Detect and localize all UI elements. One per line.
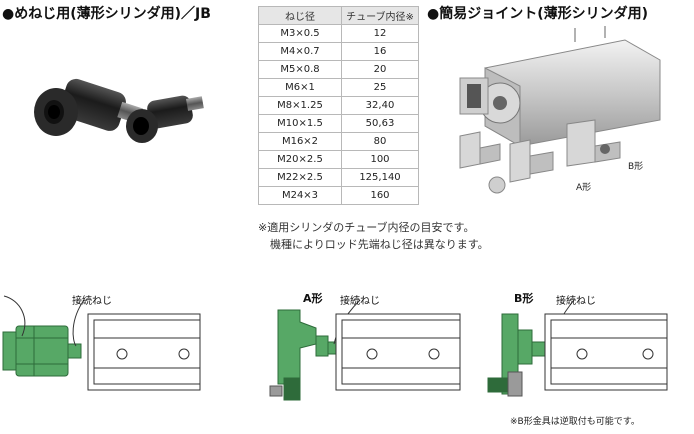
joint-small-icon	[126, 95, 204, 143]
simple-joint-photo	[459, 26, 661, 194]
note-line-1: ※適用シリンダのチューブ内径の目安です。	[258, 221, 475, 234]
note-line-2: 機種によりロッド先端ねじ径は異なります。	[270, 238, 489, 251]
joint-large-icon	[34, 78, 144, 136]
cell-bore: 50,63	[341, 114, 419, 133]
female-thread-heading: ●めねじ用(薄形シリンダ用)／JB	[2, 6, 211, 22]
footnote: ※B形金具は逆取付も可能です。	[510, 417, 640, 427]
type-a-label: A形	[303, 292, 323, 305]
connect-label-3: 接続ねじ	[556, 296, 596, 307]
female-joint-photo	[34, 78, 204, 143]
diagram-female-joint	[2, 295, 201, 391]
diagram-type-a	[269, 299, 461, 401]
cell-bore: 160	[341, 186, 419, 205]
simple-joint-heading: ●簡易ジョイント(薄形シリンダ用)	[427, 6, 649, 22]
connect-label-1: 接続ねじ	[72, 296, 112, 307]
bracket-b-icon	[566, 119, 621, 167]
diagram-type-b	[487, 299, 668, 397]
header-thread: ねじ径	[258, 6, 342, 25]
photo-label-b: B形	[628, 162, 644, 172]
connect-label-2: 接続ねじ	[340, 296, 380, 307]
header-bore: チューブ内径※	[341, 6, 419, 25]
photo-label-a: A形	[576, 183, 592, 193]
bracket-a-icon	[459, 131, 554, 194]
type-b-label: B形	[514, 292, 534, 305]
